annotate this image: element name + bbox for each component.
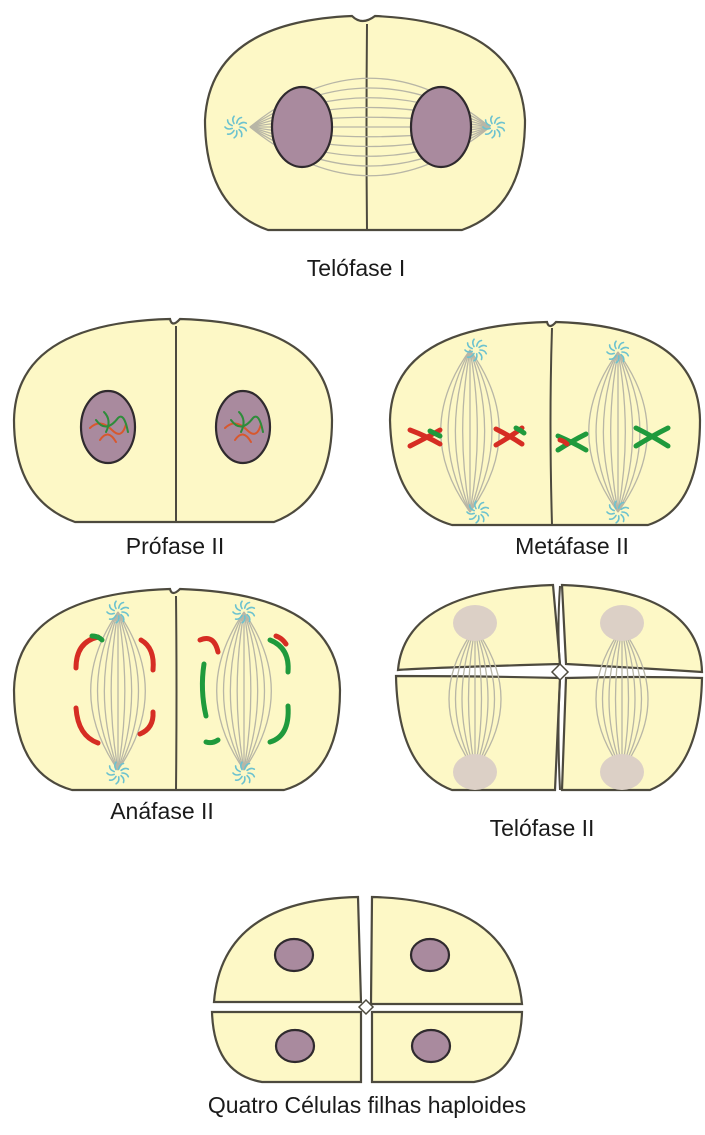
label-four-daughter-cells: Quatro Células filhas haploides <box>208 1092 526 1119</box>
telophase-1-cell <box>205 16 525 230</box>
label-anaphase-2: Anáfase II <box>110 798 214 825</box>
anaphase-2-cell <box>14 589 340 790</box>
forming-nucleus <box>453 605 497 641</box>
label-telophase-2: Telófase II <box>490 815 595 842</box>
nucleus <box>276 1030 314 1062</box>
metaphase-2-cell <box>390 322 700 525</box>
label-metaphase-2: Metáfase II <box>515 533 629 560</box>
forming-nucleus <box>600 754 644 790</box>
label-telophase-1: Telófase I <box>307 255 405 282</box>
nucleus <box>412 1030 450 1062</box>
label-prophase-2: Prófase II <box>126 533 224 560</box>
four-daughter-cells <box>212 897 522 1082</box>
prophase-2-cell <box>14 319 332 522</box>
forming-nucleus <box>453 754 497 790</box>
forming-nucleus <box>600 605 644 641</box>
nucleus <box>275 939 313 971</box>
telophase-2-cells <box>396 585 702 790</box>
nucleus <box>411 939 449 971</box>
nucleus <box>411 87 471 167</box>
nucleus <box>272 87 332 167</box>
